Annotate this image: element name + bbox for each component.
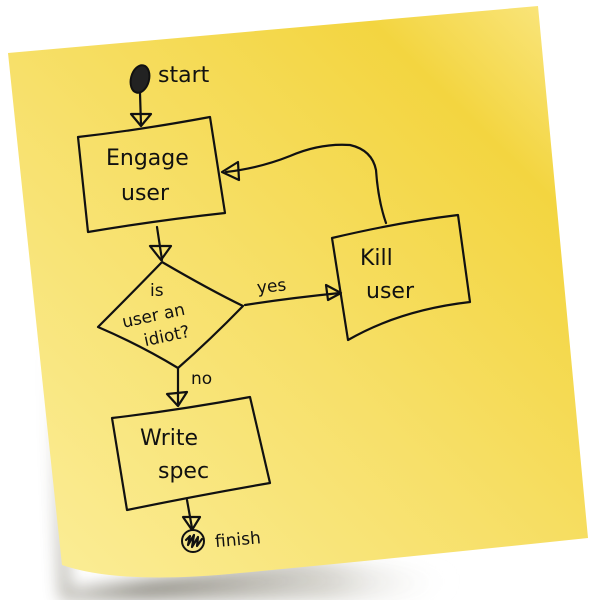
- kill-box-line2: user: [366, 279, 415, 304]
- arrowhead-icon: [129, 112, 153, 128]
- arrowhead-icon: [324, 283, 343, 302]
- finish-scribble: [184, 533, 204, 549]
- kill-box-line1: Kill: [360, 246, 393, 271]
- start-label: start: [158, 63, 210, 88]
- yes-label: yes: [256, 275, 287, 298]
- arrowhead-icon: [181, 515, 202, 532]
- finish-node: finish: [181, 528, 262, 553]
- kill-user-box: Kill user: [330, 213, 472, 342]
- start-node: start: [129, 63, 210, 94]
- engage-box-line1: Engage: [106, 146, 189, 171]
- write-box-line1: Write: [140, 426, 198, 451]
- arrowhead-icon: [165, 390, 189, 408]
- sticky-note-paper: [8, 6, 588, 578]
- arrowhead-icon: [220, 160, 241, 182]
- write-box-line2: spec: [158, 459, 209, 484]
- start-icon: [129, 64, 151, 94]
- edge-write-to-finish: [185, 498, 194, 530]
- edge-yes-to-kill: [243, 291, 342, 307]
- engage-box-line2: user: [121, 181, 170, 206]
- decision-line1: is: [150, 281, 164, 301]
- no-label: no: [191, 369, 212, 389]
- edge-kill-to-engage: [224, 143, 388, 225]
- edge-engage-to-decision: [155, 225, 164, 262]
- finish-label: finish: [214, 528, 261, 552]
- edge-start-to-engage: [138, 91, 143, 127]
- engage-user-box: Engage user: [76, 115, 227, 234]
- arrowhead-icon: [148, 244, 173, 262]
- write-spec-box: Write spec: [110, 395, 272, 512]
